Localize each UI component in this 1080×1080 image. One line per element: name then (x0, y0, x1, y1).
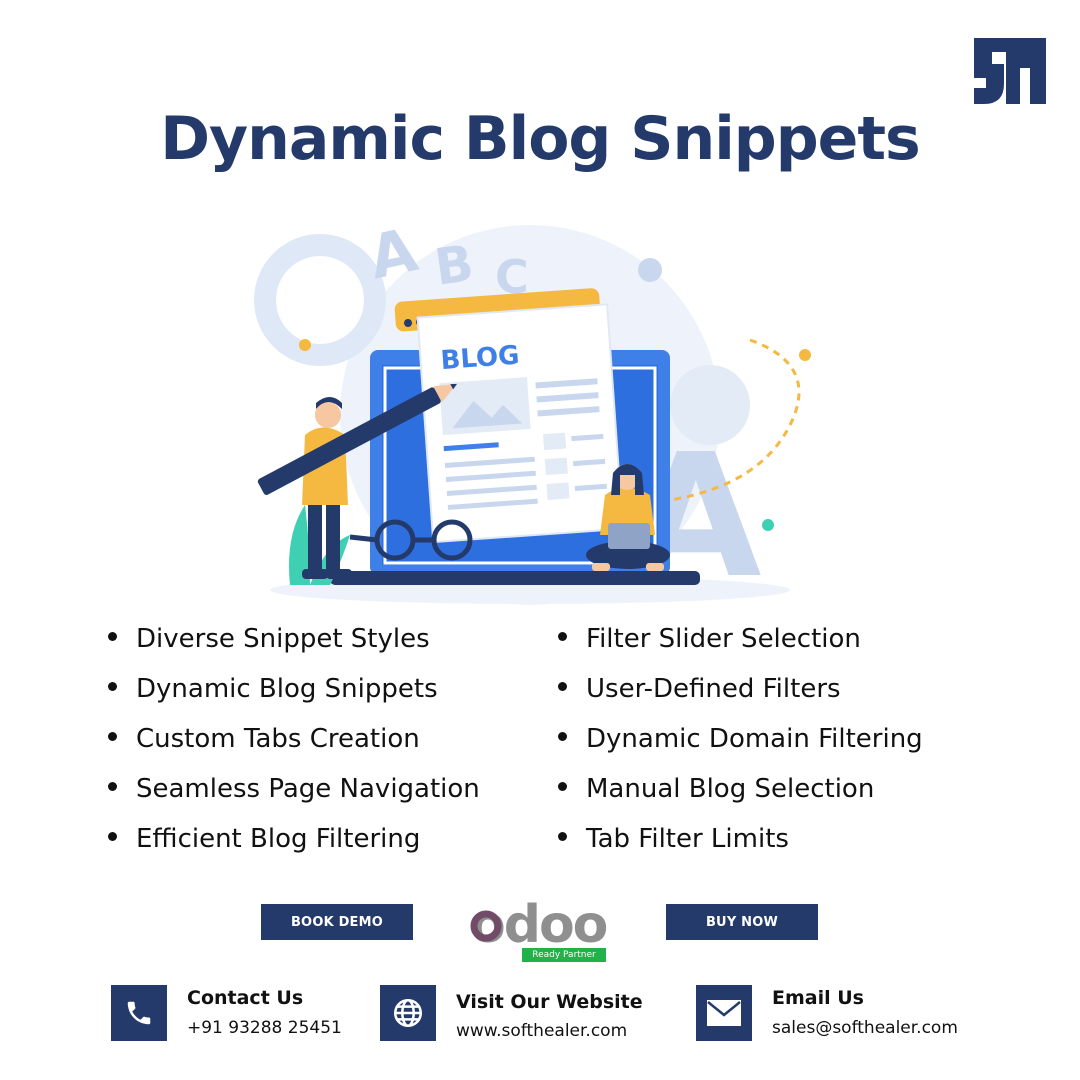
contact-website[interactable]: Visit Our Website www.softhealer.com (380, 985, 660, 1043)
page-title: Dynamic Blog Snippets (160, 104, 921, 174)
bullet-icon (558, 682, 567, 691)
bullet-icon (108, 832, 117, 841)
list-item: Manual Blog Selection (558, 764, 923, 814)
svg-text:BLOG: BLOG (440, 341, 521, 376)
email-title: Email Us (772, 987, 864, 1009)
envelope-icon (696, 985, 752, 1041)
blog-illustration: A B C A BLOG (230, 205, 830, 616)
bullet-icon (558, 732, 567, 741)
contact-title: Contact Us (187, 987, 304, 1009)
list-item: User-Defined Filters (558, 664, 923, 714)
bullet-icon (558, 782, 567, 791)
list-item: Seamless Page Navigation (108, 764, 480, 814)
email-address[interactable]: sales@softhealer.com (772, 1018, 958, 1038)
list-item: Dynamic Blog Snippets (108, 664, 480, 714)
bullet-icon (108, 782, 117, 791)
softhealer-logo (970, 36, 1050, 106)
bullet-icon (558, 832, 567, 841)
book-demo-button[interactable]: BOOK DEMO (261, 904, 413, 940)
globe-icon (380, 985, 436, 1041)
website-title: Visit Our Website (456, 991, 643, 1013)
odoo-partner-logo: odoo Ready Partner (470, 896, 610, 966)
contact-email[interactable]: Email Us sales@softhealer.com (696, 985, 996, 1043)
ready-partner-badge: Ready Partner (522, 948, 606, 962)
feature-list-left: Diverse Snippet Styles Dynamic Blog Snip… (108, 614, 480, 864)
bullet-icon (108, 682, 117, 691)
feature-list-right: Filter Slider Selection User-Defined Fil… (558, 614, 923, 864)
bullet-icon (108, 632, 117, 641)
list-item: Custom Tabs Creation (108, 714, 480, 764)
website-url[interactable]: www.softhealer.com (456, 1021, 628, 1041)
letter-b: B (431, 234, 477, 297)
phone-number[interactable]: +91 93288 25451 (187, 1018, 342, 1038)
list-item: Diverse Snippet Styles (108, 614, 480, 664)
list-item: Filter Slider Selection (558, 614, 923, 664)
contact-phone[interactable]: Contact Us +91 93288 25451 (111, 985, 351, 1043)
bullet-icon (108, 732, 117, 741)
bullet-icon (558, 632, 567, 641)
list-item: Dynamic Domain Filtering (558, 714, 923, 764)
buy-now-button[interactable]: BUY NOW (666, 904, 818, 940)
list-item: Tab Filter Limits (558, 814, 923, 864)
phone-icon (111, 985, 167, 1041)
list-item: Efficient Blog Filtering (108, 814, 480, 864)
